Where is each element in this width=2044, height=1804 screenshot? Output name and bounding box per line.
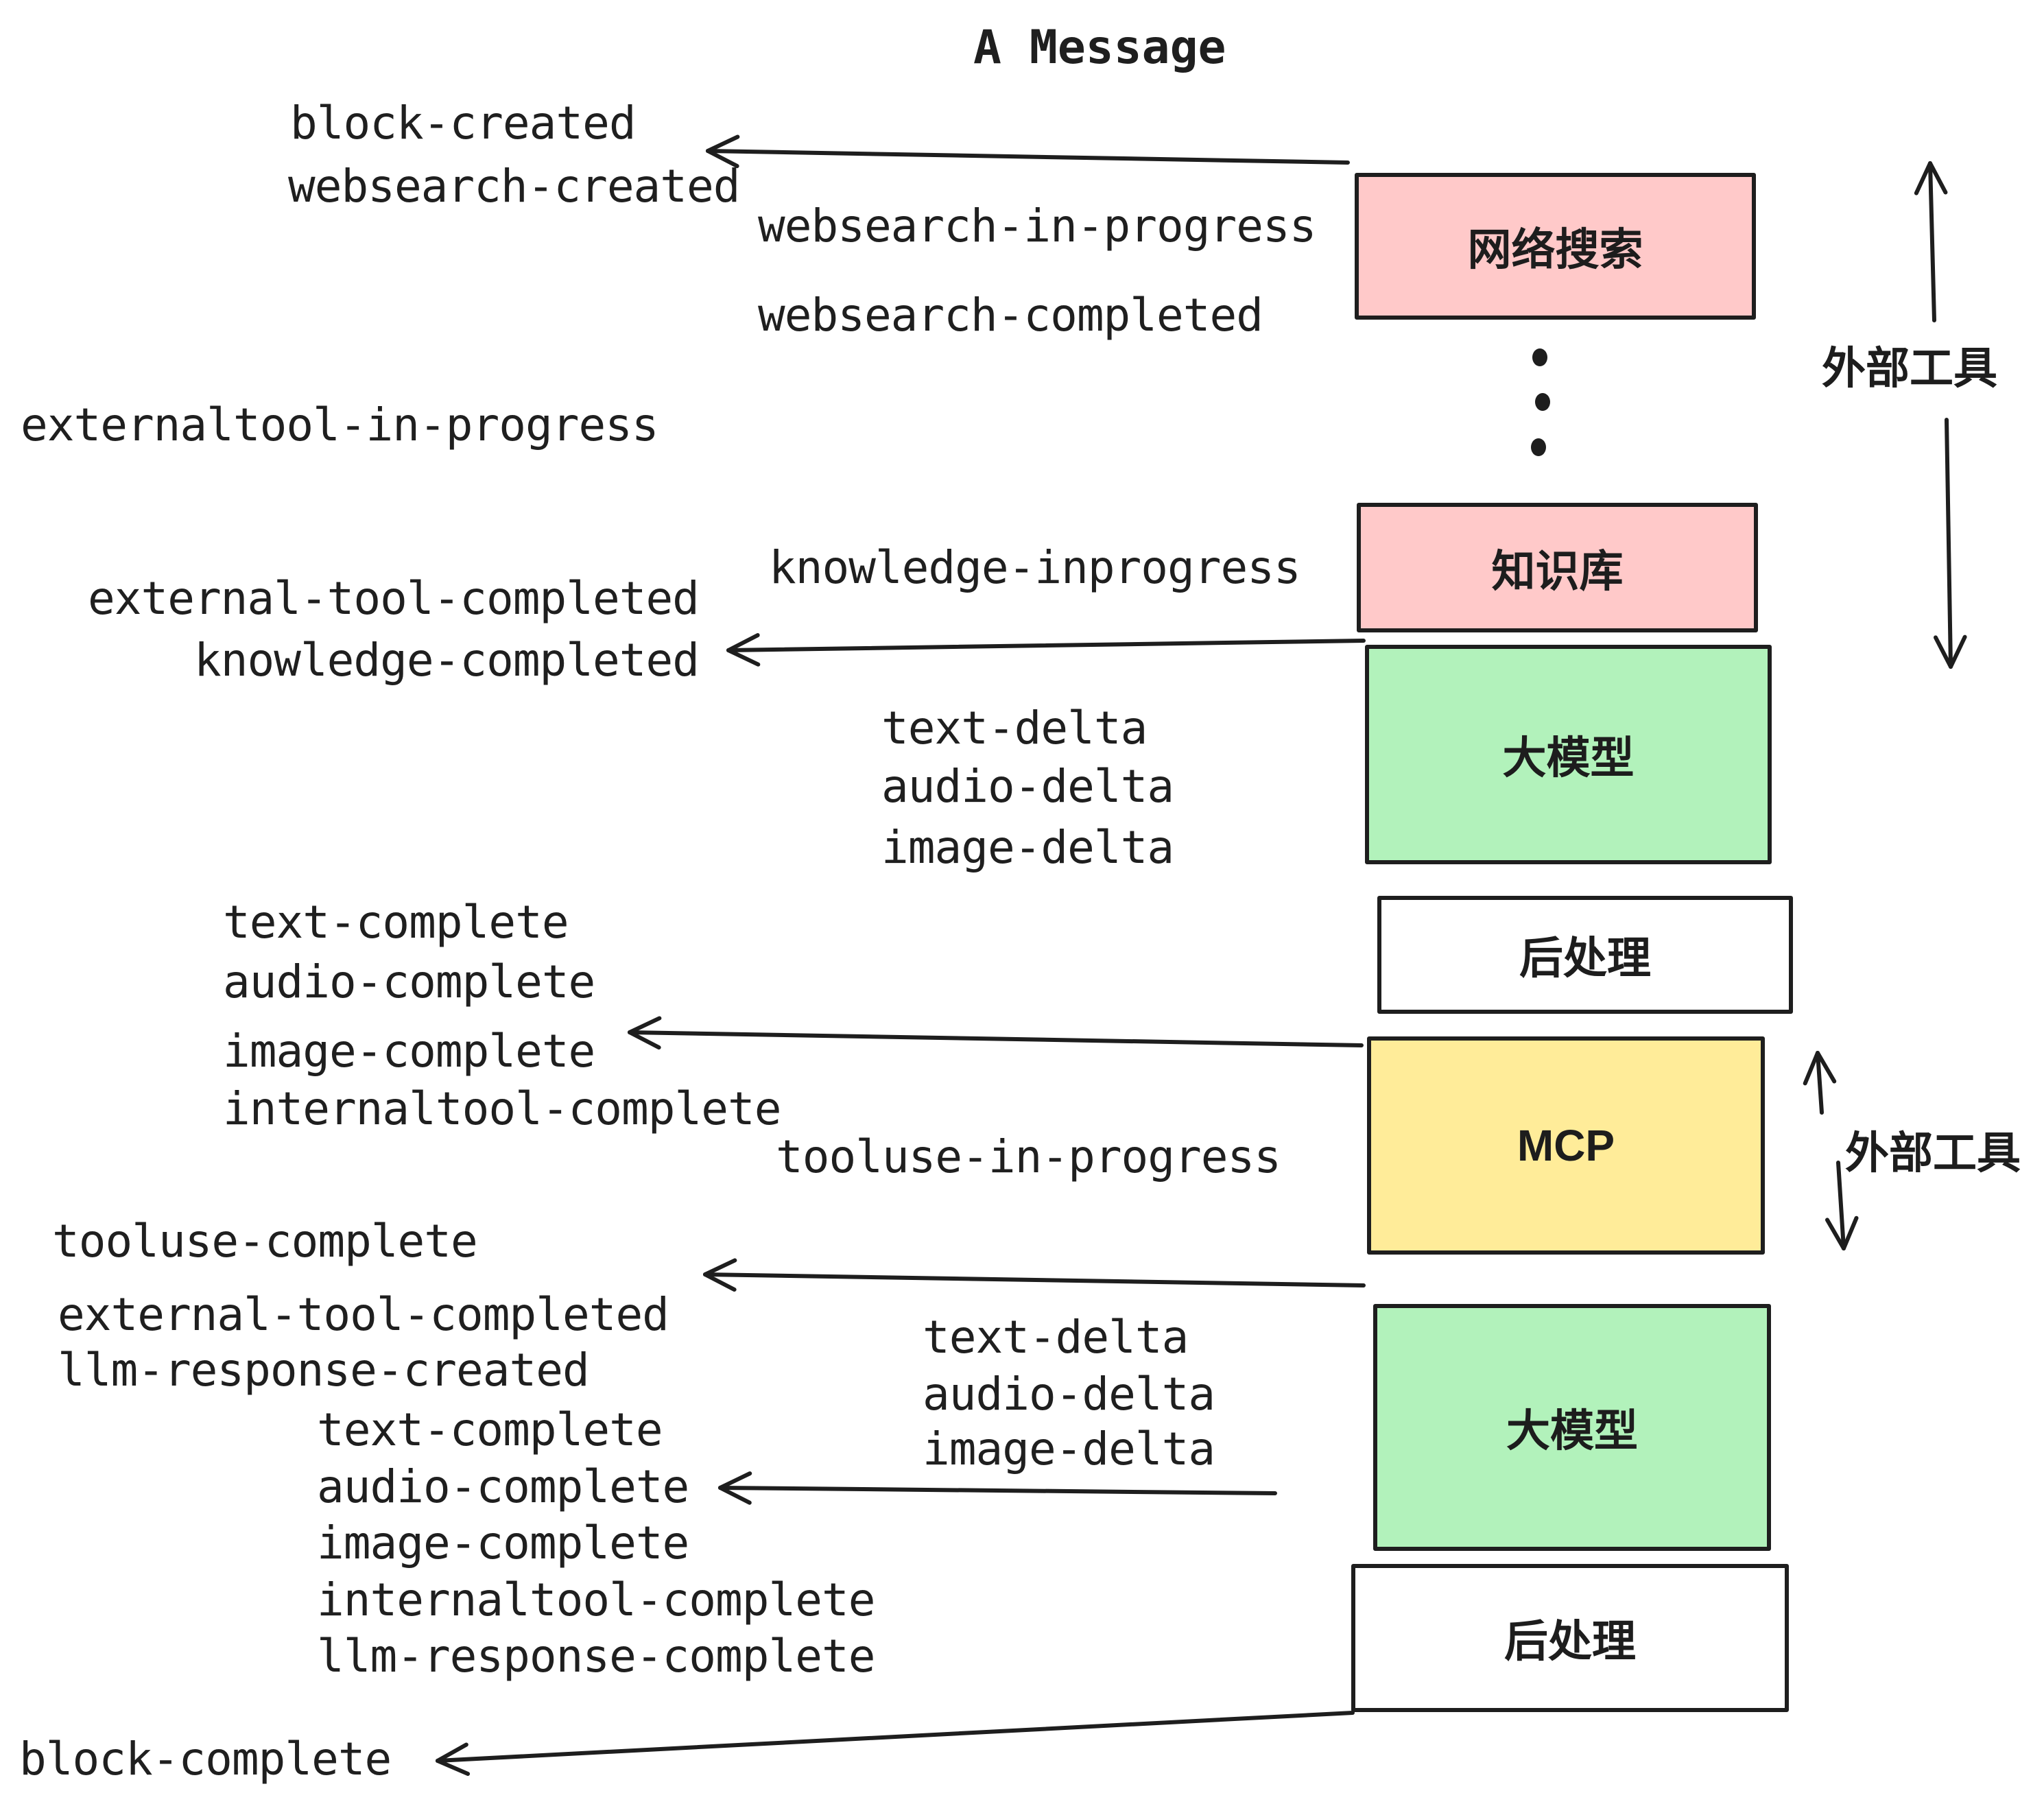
event-label-tooluse-complete: tooluse-complete xyxy=(52,1215,478,1268)
event-label-audio-complete-2: audio-complete xyxy=(317,1460,689,1513)
event-label-block-complete: block-complete xyxy=(19,1733,392,1785)
node-postprocess-1: 后处理 xyxy=(1377,896,1793,1014)
event-label-internaltool-complete-2: internaltool-complete xyxy=(317,1574,875,1626)
arrow-to-image-complete xyxy=(628,1016,1364,1050)
event-label-websearch-completed: websearch-completed xyxy=(758,289,1263,342)
ellipsis-dot xyxy=(1531,438,1546,456)
arrow-to-websearch-created xyxy=(706,134,1350,169)
event-label-external-tool-completed: external-tool-completed xyxy=(88,572,700,625)
event-label-websearch-in-progress: websearch-in-progress xyxy=(758,200,1316,252)
event-label-llm-response-created: llm-response-created xyxy=(58,1344,590,1397)
event-label-image-delta-2: image-delta xyxy=(923,1423,1215,1475)
event-label-text-delta-2: text-delta xyxy=(923,1311,1189,1364)
node-knowledge-base: 知识库 xyxy=(1357,503,1758,632)
node-mcp: MCP xyxy=(1367,1036,1765,1255)
node-websearch: 网络搜索 xyxy=(1355,173,1756,320)
event-label-tooluse-in-progress: tooluse-in-progress xyxy=(776,1130,1281,1183)
diagram-title: A Message xyxy=(973,21,1226,75)
event-label-block-created: block-created xyxy=(290,97,637,150)
ellipsis-dot xyxy=(1532,348,1547,366)
external-tools-label-mcp: 外部工具 xyxy=(1845,1128,2021,1178)
arrow-to-external-tool-completed xyxy=(703,1258,1366,1292)
event-label-websearch-created: websearch-created xyxy=(288,160,741,213)
arrow-to-block-complete xyxy=(436,1711,1355,1777)
event-label-image-complete-1: image-complete xyxy=(223,1025,595,1078)
event-label-knowledge-completed: knowledge-completed xyxy=(194,634,700,687)
event-label-image-delta-1: image-delta xyxy=(881,821,1174,874)
event-label-knowledge-inprogress: knowledge-inprogress xyxy=(769,541,1301,594)
event-label-llm-response-complete: llm-response-complete xyxy=(317,1630,875,1683)
event-label-internaltool-complete-1: internaltool-complete xyxy=(223,1082,781,1135)
event-label-audio-delta-2: audio-delta xyxy=(923,1368,1215,1421)
arrow-to-audio-complete xyxy=(718,1471,1277,1505)
external-tools-down-arrow-top xyxy=(1933,418,1967,669)
node-postprocess-2: 后处理 xyxy=(1351,1564,1789,1712)
node-llm-2: 大模型 xyxy=(1373,1304,1771,1551)
external-tools-up-arrow-mcp xyxy=(1803,1051,1837,1115)
event-label-external-tool-completed-2: external-tool-completed xyxy=(58,1288,669,1341)
external-tools-down-arrow-mcp xyxy=(1825,1161,1859,1250)
event-label-text-delta-1: text-delta xyxy=(881,702,1148,755)
ellipsis-dot xyxy=(1535,393,1550,411)
event-label-externaltool-in-progress: externaltool-in-progress xyxy=(21,399,659,451)
event-label-audio-delta-1: audio-delta xyxy=(881,760,1174,813)
node-llm-1: 大模型 xyxy=(1365,645,1772,864)
event-label-text-complete-1: text-complete xyxy=(223,896,569,949)
event-label-image-complete-2: image-complete xyxy=(317,1517,689,1569)
external-tools-label-top: 外部工具 xyxy=(1822,344,1997,393)
event-label-audio-complete-1: audio-complete xyxy=(223,956,595,1008)
external-tools-up-arrow-top xyxy=(1914,161,1948,322)
arrow-to-knowledge-completed xyxy=(726,633,1366,667)
event-label-text-complete-2: text-complete xyxy=(317,1403,663,1456)
